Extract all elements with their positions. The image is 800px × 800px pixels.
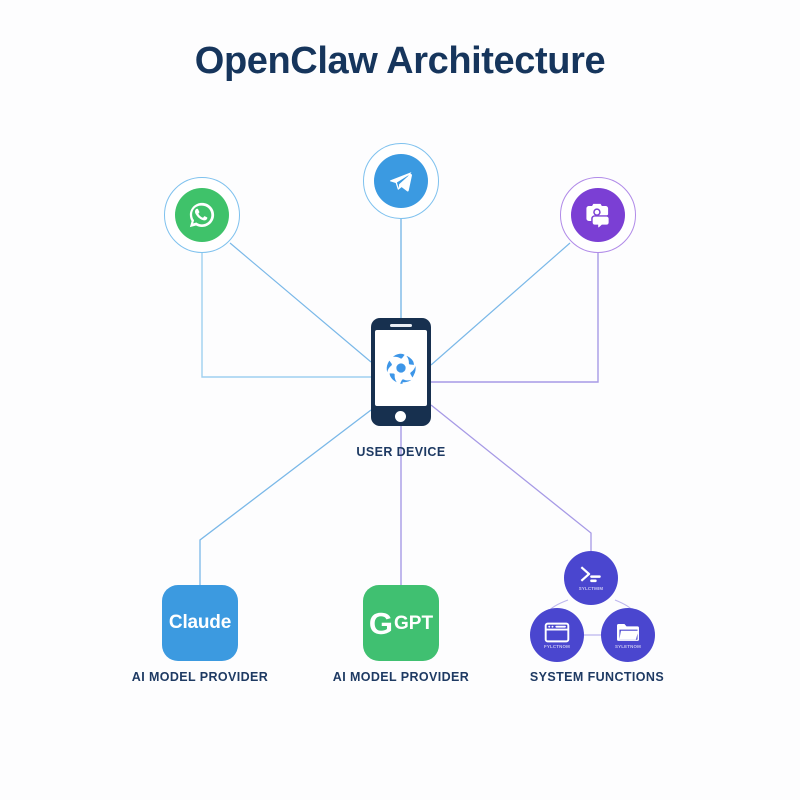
phone-speaker — [390, 324, 412, 327]
whatsapp-icon — [189, 202, 215, 228]
phone-home-button — [395, 411, 406, 422]
wire-camera-diagonal — [430, 242, 571, 366]
system-function-folder-node[interactable]: SYLETNOM — [601, 608, 655, 662]
claude-provider-node[interactable]: Claude — [162, 585, 238, 661]
wire-claude — [199, 409, 372, 585]
gpt-brand-label: GPT — [394, 612, 434, 634]
browser-micro-label: FYLCTNOM — [544, 643, 570, 649]
terminal-micro-label: SYLCTMIM — [578, 586, 604, 591]
wire-whatsapp-diagonal — [229, 242, 372, 363]
terminal-icon — [578, 565, 604, 585]
phone-screen — [375, 330, 427, 406]
user-device-caption: USER DEVICE — [356, 445, 446, 459]
telegram-node[interactable] — [374, 154, 428, 208]
folder-micro-label: SYLETNOM — [615, 643, 641, 649]
whatsapp-node[interactable] — [175, 188, 229, 242]
gpt-brand-mark: G — [368, 605, 394, 641]
telegram-icon — [389, 172, 412, 192]
wire-whatsapp-elbow — [201, 253, 371, 378]
wire-camera-elbow — [431, 253, 599, 383]
page-title: OpenClaw Architecture — [194, 40, 606, 82]
wire-system-functions — [430, 404, 592, 551]
browser-window-icon — [544, 622, 570, 643]
gpt-provider-node[interactable]: G GPT — [363, 585, 439, 661]
claude-caption: AI MODEL PROVIDER — [131, 670, 269, 684]
system-function-terminal-node[interactable]: SYLCTMIM — [564, 551, 618, 605]
camera-chat-icon — [586, 203, 609, 228]
gpt-caption: AI MODEL PROVIDER — [332, 670, 470, 684]
user-device-phone[interactable] — [371, 318, 431, 426]
openclaw-swirl-icon — [386, 353, 416, 384]
camera-chat-node[interactable] — [571, 188, 625, 242]
folder-icon — [615, 622, 641, 643]
system-functions-caption: SYSTEM FUNCTIONS — [529, 670, 665, 684]
system-function-browser-node[interactable]: FYLCTNOM — [530, 608, 584, 662]
claude-brand-label: Claude — [168, 612, 232, 633]
